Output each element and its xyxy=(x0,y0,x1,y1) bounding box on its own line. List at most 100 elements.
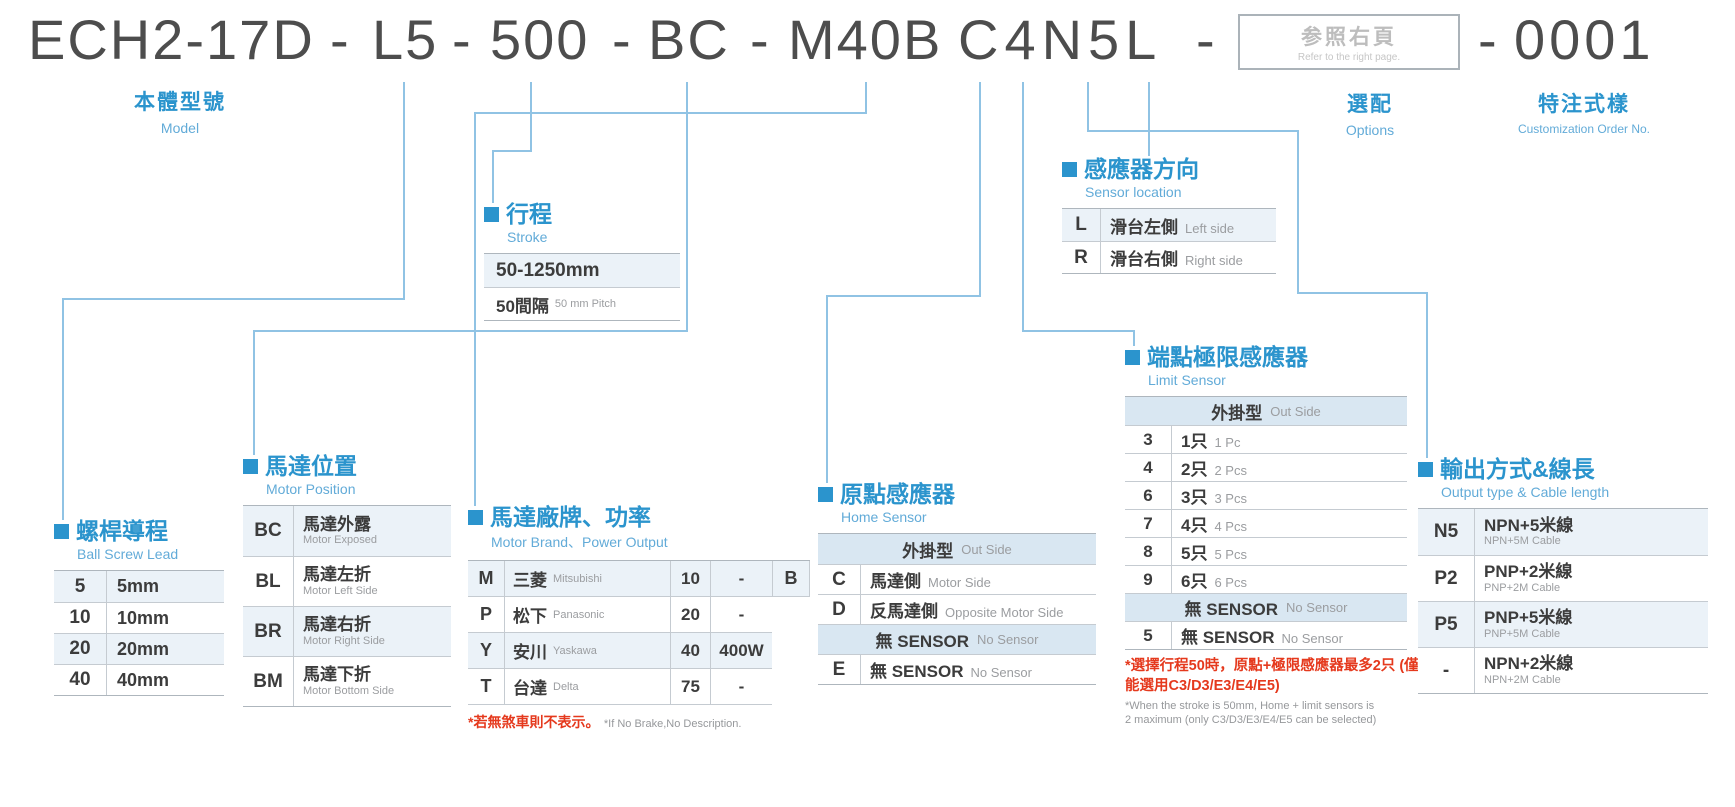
table-row: P5 PNP+5米線 PNP+5M Cable xyxy=(1418,601,1708,647)
customization-label-en: Customization Order No. xyxy=(1517,122,1651,136)
desc-zh: NPN+2米線 xyxy=(1484,654,1574,674)
code-stroke: 500 xyxy=(490,8,590,71)
options-reference-box: 参照右頁 Refer to the right page. xyxy=(1238,14,1460,70)
section-title: 輸出方式&線長 xyxy=(1418,456,1708,482)
desc-en: Right side xyxy=(1185,253,1243,268)
group-zh: 外掛型 xyxy=(902,541,954,561)
desc-en: 5 Pcs xyxy=(1214,547,1247,562)
code-cell: R xyxy=(1062,242,1101,273)
desc-cell: 反馬達側 Opposite Motor Side xyxy=(861,597,1064,622)
code-dash: - xyxy=(612,8,633,71)
section-title-zh: 感應器方向 xyxy=(1084,156,1199,182)
code-sensors: C4N5L xyxy=(958,8,1163,71)
limit-sensor-table: 外掛型 Out Side 3 1只 1 Pc 4 2只 2 Pcs 6 xyxy=(1125,396,1407,650)
desc-cell: NPN+5米線 NPN+5M Cable xyxy=(1475,515,1574,548)
desc-zh: 6只 xyxy=(1181,572,1208,591)
code-cell: 8 xyxy=(1125,538,1172,565)
desc-cell: 馬達側 Motor Side xyxy=(861,567,991,592)
section-title: 原點感應器 xyxy=(818,481,1096,507)
connector-line xyxy=(253,330,688,332)
desc-en: PNP+5M Cable xyxy=(1484,627,1561,640)
code-cell: M xyxy=(468,561,504,597)
desc-zh: 1只 xyxy=(1181,432,1208,451)
code-motor-position: BC xyxy=(648,8,730,71)
desc-zh: NPN+5米線 xyxy=(1484,515,1574,535)
power-value-cell: 400W xyxy=(710,633,772,669)
code-cell: 40 xyxy=(54,665,107,695)
desc-zh: 滑台左側 xyxy=(1110,217,1178,237)
desc-cell: 滑台右側 Right side xyxy=(1101,245,1243,270)
table-row: 50間隔 50 mm Pitch xyxy=(484,287,680,320)
group-en: Out Side xyxy=(961,541,1012,557)
section-title-zh: 螺桿導程 xyxy=(76,518,168,544)
connector-line xyxy=(403,82,405,298)
code-cell: P5 xyxy=(1418,602,1475,647)
desc-zh: 5只 xyxy=(1181,544,1208,563)
value-cell: 20mm xyxy=(117,638,170,659)
section-title-zh: 馬達廠牌、功率 xyxy=(490,504,651,530)
desc-cell: 2只 2 Pcs xyxy=(1172,455,1247,480)
table-row: - NPN+2米線 NPN+2M Cable xyxy=(1418,647,1708,693)
brake-note-en: *If No Brake,No Description. xyxy=(603,718,742,730)
group-header-row: 外掛型 Out Side xyxy=(818,534,1096,564)
connector-line xyxy=(686,82,688,330)
value-cell: 40mm xyxy=(117,669,170,690)
connector-line xyxy=(253,330,255,455)
group-en: No Sensor xyxy=(1286,600,1348,615)
brand-zh: 三菱 xyxy=(513,571,547,590)
desc-en: Motor Right Side xyxy=(303,634,385,647)
section-motor-brand: 馬達廠牌、功率 Motor Brand、Power Output M 三菱 Mi… xyxy=(468,504,810,732)
limit-sensor-note-en: *When the stroke is 50mm, Home + limit s… xyxy=(1125,700,1377,726)
desc-zh: 馬達左折 xyxy=(303,565,371,585)
code-cell: Y xyxy=(468,633,504,669)
connector-line xyxy=(474,112,867,114)
brake-cell: B xyxy=(772,561,810,597)
table-row: 5 無 SENSOR No Sensor xyxy=(1125,621,1407,649)
section-subtitle: Ball Screw Lead xyxy=(77,546,179,562)
table-row: BL 馬達左折 Motor Left Side xyxy=(243,556,451,606)
desc-en: Left side xyxy=(1185,220,1235,236)
table-row: Y 安川 Yaskawa 40 400W xyxy=(468,633,810,669)
code-order-no: 0001 xyxy=(1514,8,1655,71)
motor-brand-table: M 三菱 Mitsubishi 10 - B P 松下 Panasonic 20… xyxy=(468,560,810,705)
code-cell: 20 xyxy=(54,634,107,664)
options-label: 選配 Options xyxy=(1270,88,1470,138)
desc-cell: 4只 4 Pcs xyxy=(1172,511,1247,536)
code-cell: L xyxy=(1062,209,1101,241)
section-bullet-icon xyxy=(243,458,258,474)
section-bullet-icon xyxy=(484,206,499,222)
model-label: 本體型號 Model xyxy=(58,86,302,136)
connector-line xyxy=(979,82,981,295)
model-label-en: Model xyxy=(160,120,200,136)
desc-cell: 馬達右折 Motor Right Side xyxy=(294,615,385,647)
code-cell: BC xyxy=(243,506,294,556)
code-cell: 10 xyxy=(54,603,107,633)
section-subtitle: Sensor location xyxy=(1085,184,1182,200)
brand-cell: 三菱 Mitsubishi xyxy=(504,561,670,597)
desc-cell: 無 SENSOR No Sensor xyxy=(861,657,1032,682)
table-row: L 滑台左側 Left side xyxy=(1062,209,1276,241)
stroke-table: 50-1250mm 50間隔 50 mm Pitch xyxy=(484,253,680,321)
section-bullet-icon xyxy=(818,486,833,502)
desc-en: Motor Left Side xyxy=(303,584,378,597)
table-row: P2 PNP+2米線 PNP+2M Cable xyxy=(1418,555,1708,601)
section-limit-sensor: 端點極限感應器 Limit Sensor 外掛型 Out Side 3 1只 1… xyxy=(1125,344,1425,728)
table-row: 6 3只 3 Pcs xyxy=(1125,481,1407,509)
brand-zh: 安川 xyxy=(513,643,547,662)
table-row: 5 5mm xyxy=(54,571,224,602)
section-title-zh: 馬達位置 xyxy=(265,453,357,479)
power-value-cell: - xyxy=(710,597,772,633)
brake-note-zh: *若無煞車則不表示。 xyxy=(468,714,600,730)
code-cell: D xyxy=(818,595,861,624)
table-row: 3 1只 1 Pc xyxy=(1125,425,1407,453)
code-lead: L5 xyxy=(372,8,439,71)
group-header-row: 外掛型 Out Side xyxy=(1125,397,1407,425)
brand-en: Panasonic xyxy=(553,608,605,621)
section-home-sensor: 原點感應器 Home Sensor 外掛型 Out Side C 馬達側 Mot… xyxy=(818,481,1096,685)
connector-line xyxy=(1022,330,1135,332)
group-header-row: 無 SENSOR No Sensor xyxy=(1125,593,1407,621)
code-dash: - xyxy=(1478,8,1499,71)
code-cell: 4 xyxy=(1125,454,1172,481)
connector-line xyxy=(826,295,981,297)
